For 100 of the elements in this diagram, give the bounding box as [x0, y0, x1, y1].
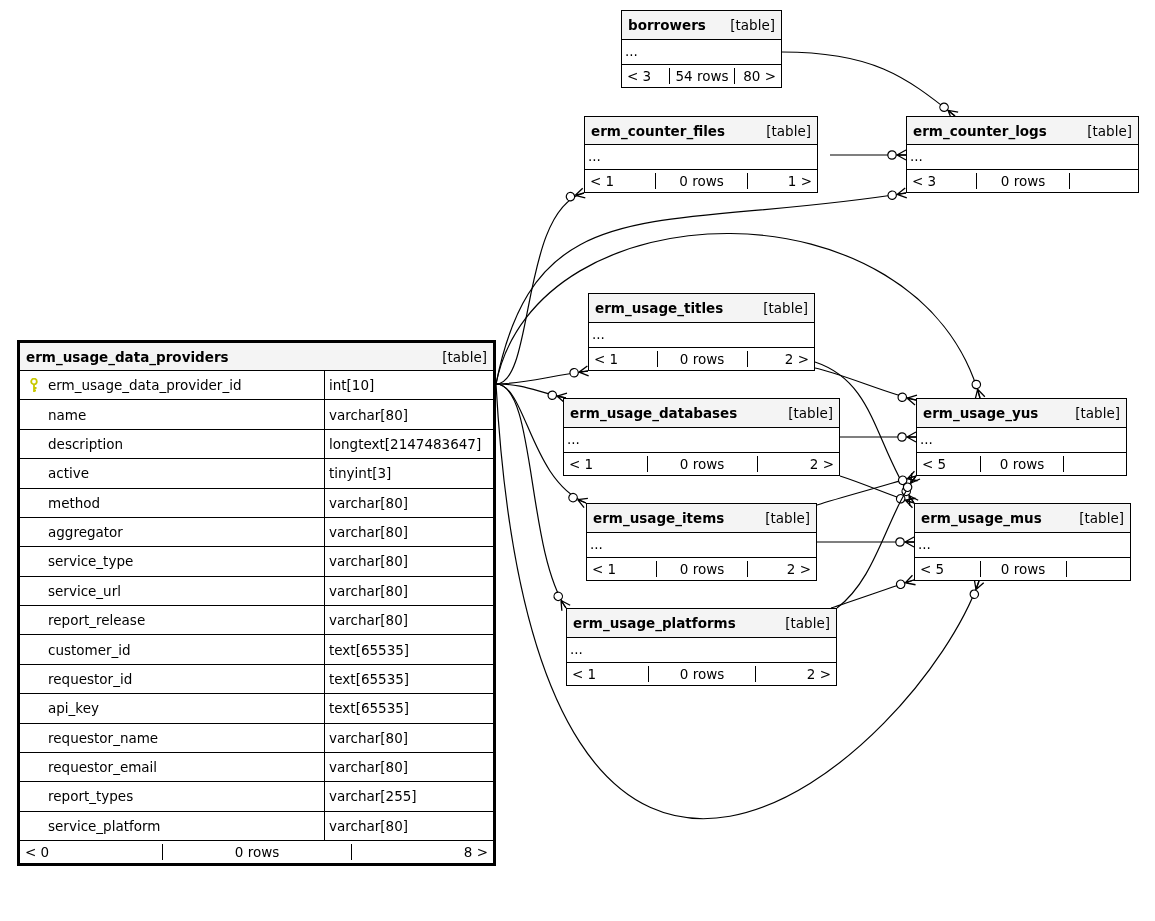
column-type: varchar[80]	[328, 523, 410, 543]
columns-field: ...	[587, 533, 816, 558]
child-count: 2 >	[746, 351, 814, 367]
row-count: 0 rows	[647, 666, 756, 682]
column-type: varchar[80]	[328, 611, 410, 631]
column-type: tinyint[3]	[328, 464, 393, 484]
parent-count: < 5	[921, 455, 948, 474]
relationship-line	[830, 574, 917, 609]
relationship-line	[814, 367, 918, 406]
row-count: 54 rows	[669, 68, 734, 84]
parent-count: < 1	[589, 172, 616, 191]
column-type: varchar[80]	[328, 816, 410, 836]
parent-count: < 1	[571, 665, 598, 684]
parent-count: < 5	[919, 560, 946, 579]
relationship-line	[816, 536, 915, 548]
column-name: requestor_email	[20, 752, 325, 782]
column-type: varchar[80]	[328, 552, 410, 572]
columns-field: ...	[589, 323, 814, 348]
columns-field: ...	[622, 40, 781, 65]
table-box	[916, 398, 1127, 476]
relationship-line	[836, 472, 921, 609]
table-box	[906, 116, 1139, 193]
column-name: aggregator	[20, 517, 325, 547]
row-count: 0 rows	[655, 561, 748, 577]
child-count: 8 >	[351, 844, 493, 861]
column-type: varchar[255]	[328, 787, 418, 807]
column-name: service_platform	[20, 811, 325, 841]
column-name: method	[20, 488, 325, 517]
table-name: erm_usage_items	[593, 510, 725, 526]
table-box	[566, 608, 837, 686]
table-type-tag: [table]	[788, 405, 833, 421]
column-name: service_url	[20, 576, 325, 606]
table-box	[621, 10, 782, 88]
column-name: report_release	[20, 606, 325, 635]
table-box	[17, 340, 496, 866]
table-name: borrowers	[628, 17, 706, 33]
column-type: varchar[80]	[328, 405, 410, 425]
column-name: erm_usage_data_provider_id	[20, 371, 325, 400]
table-box	[586, 503, 817, 581]
column-type: varchar[80]	[328, 728, 410, 748]
table-type-tag: [table]	[442, 348, 487, 365]
table-type-tag: [table]	[1079, 510, 1124, 526]
column-name: api_key	[20, 694, 325, 723]
table-box	[584, 116, 818, 193]
column-type: varchar[80]	[328, 758, 410, 778]
table-name: erm_usage_databases	[570, 405, 738, 421]
column-name: customer_id	[20, 635, 325, 664]
column-name: report_types	[20, 782, 325, 811]
table-type-tag: [table]	[763, 300, 808, 316]
table-name: erm_usage_mus	[921, 510, 1042, 526]
child-count: 2 >	[756, 456, 839, 472]
child-count: 2 >	[747, 561, 816, 577]
columns-field: ...	[915, 533, 1130, 558]
row-count: 0 rows	[161, 844, 352, 861]
relationship-line	[495, 383, 572, 611]
table-name: erm_counter_files	[591, 122, 725, 139]
table-name: erm_usage_yus	[923, 405, 1039, 421]
column-type: text[65535]	[328, 640, 411, 660]
column-type: varchar[80]	[328, 581, 410, 601]
relationship-line	[816, 470, 919, 506]
column-type: int[10]	[328, 376, 376, 396]
table-name: erm_usage_titles	[595, 300, 724, 316]
column-name: service_type	[20, 547, 325, 576]
table-name: erm_counter_logs	[913, 122, 1047, 139]
table-box	[914, 503, 1131, 581]
parent-count: < 3	[911, 172, 938, 191]
row-count: 0 rows	[656, 351, 747, 367]
table-type-tag: [table]	[1075, 405, 1120, 421]
table-box	[563, 398, 840, 476]
relationship-line	[495, 383, 568, 404]
row-count: 0 rows	[654, 173, 748, 189]
parent-count: < 3	[626, 67, 653, 86]
relationship-line	[829, 149, 907, 161]
row-count: 0 rows	[646, 456, 757, 472]
column-name: description	[20, 429, 325, 459]
column-type: text[65535]	[328, 669, 411, 689]
column-name: requestor_name	[20, 723, 325, 752]
columns-field: ...	[907, 145, 1138, 170]
parent-count: < 1	[568, 455, 595, 474]
column-type: longtext[2147483647]	[328, 434, 483, 454]
column-type: varchar[80]	[328, 493, 410, 513]
child-count: 80 >	[733, 68, 781, 84]
child-count: 1 >	[747, 173, 817, 189]
table-type-tag: [table]	[785, 615, 830, 631]
relationship-line	[839, 475, 917, 509]
column-type: text[65535]	[328, 699, 411, 719]
column-name: name	[20, 400, 325, 429]
row-count: 0 rows	[976, 173, 1069, 189]
relationship-line	[839, 431, 917, 443]
relationship-line	[814, 361, 919, 507]
table-name: erm_usage_platforms	[573, 615, 736, 631]
parent-count: < 1	[593, 350, 620, 369]
table-type-tag: [table]	[766, 122, 811, 139]
column-name: active	[20, 459, 325, 488]
table-name: erm_usage_data_providers	[26, 348, 229, 365]
row-count: 0 rows	[979, 456, 1064, 472]
parent-count: < 1	[591, 560, 618, 579]
table-box	[588, 293, 815, 371]
table-type-tag: [table]	[730, 17, 775, 33]
row-count: 0 rows	[979, 561, 1066, 577]
